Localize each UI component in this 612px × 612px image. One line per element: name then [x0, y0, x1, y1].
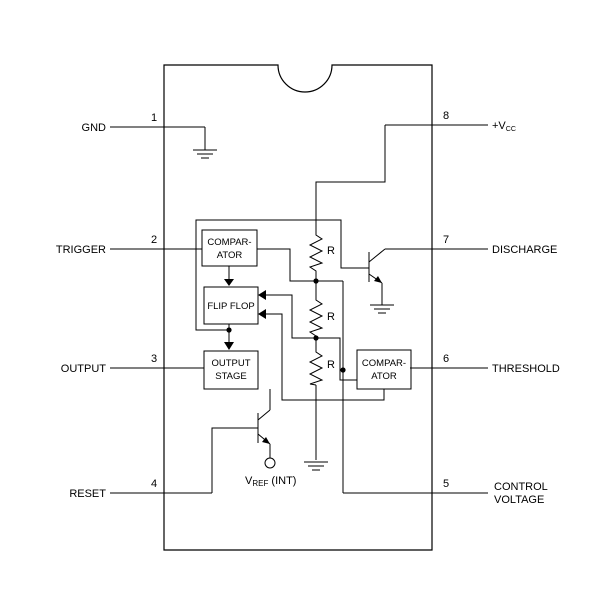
pin-5-name-line2: VOLTAGE: [494, 494, 544, 506]
pin-4-number: 4: [151, 478, 157, 490]
pin-6-number: 6: [443, 353, 449, 365]
vref-main: V: [245, 475, 253, 487]
pin-3-number: 3: [151, 353, 157, 365]
flip-flop-block: [203, 286, 259, 325]
pin-1-number: 1: [151, 112, 157, 124]
pin-1-name: GND: [82, 122, 107, 134]
resistor-r1-label: R: [327, 245, 335, 257]
ground-symbol-divider: [304, 461, 328, 471]
comparator-top-line2: ATOR: [217, 250, 243, 261]
signal-arrows: [224, 279, 266, 350]
reset-transistor: [257, 389, 276, 469]
pin-8-name-main: +V: [492, 120, 506, 132]
pin-7-number: 7: [443, 234, 449, 246]
pin-8-name: +VCC: [492, 120, 516, 133]
pin-8-number: 8: [443, 110, 449, 122]
resistor-r3: [308, 338, 324, 386]
internal-wiring: [195, 125, 386, 493]
pin-5-number: 5: [443, 478, 449, 490]
vref-sub: REF: [252, 479, 268, 488]
pin-7-name: DISCHARGE: [492, 244, 557, 256]
comparator-top-line1: COMPAR-: [207, 237, 251, 248]
output-stage-line2: STAGE: [215, 371, 247, 382]
resistor-r3-label: R: [327, 359, 335, 371]
resistor-r2-label: R: [327, 311, 335, 323]
pin-6-name: THRESHOLD: [492, 363, 560, 375]
vref-label: VREF (INT): [245, 475, 296, 488]
pin-2-number: 2: [151, 234, 157, 246]
pin-leads: [110, 124, 488, 494]
flip-flop-label: FLIP FLOP: [207, 301, 254, 312]
pin-3-name: OUTPUT: [61, 363, 107, 375]
pin-4-name: RESET: [69, 488, 106, 500]
ic-package-body: [163, 64, 433, 551]
pin-5-name-line1: CONTROL: [494, 481, 548, 493]
discharge-transistor: [368, 248, 394, 314]
pin-8-name-sub: CC: [506, 126, 516, 133]
pin-2-name: TRIGGER: [56, 244, 106, 256]
comparator-right-line1: COMPAR-: [362, 358, 406, 369]
resistor-r1: [308, 230, 324, 281]
vref-suffix: (INT): [268, 475, 296, 487]
ground-symbol-pin1: [193, 127, 217, 159]
resistor-r2: [308, 298, 324, 338]
output-stage-block: [203, 350, 259, 390]
output-stage-line1: OUTPUT: [211, 358, 250, 369]
comparator-right-line2: ATOR: [371, 371, 397, 382]
